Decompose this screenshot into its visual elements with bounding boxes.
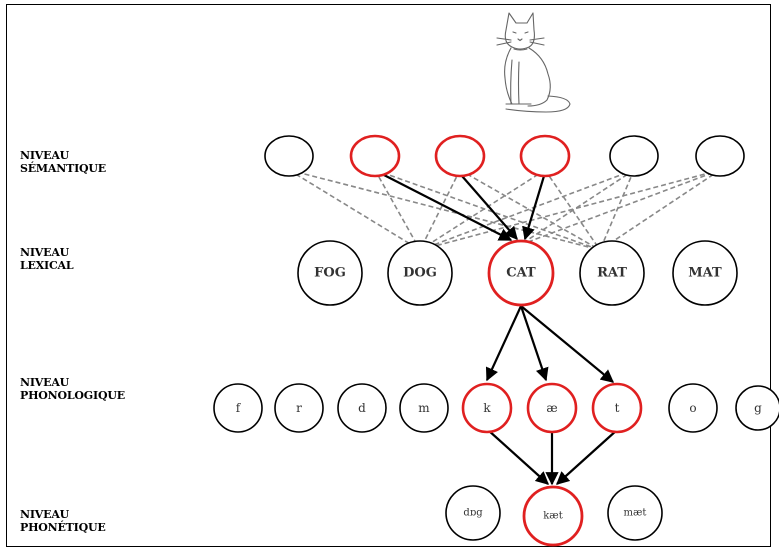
lexical-label-rat: RAT: [597, 266, 627, 281]
lexical-node-dog: [387, 240, 453, 306]
phoneme-node-d: [337, 383, 387, 433]
phoneme-label: d: [358, 401, 366, 415]
lexical-nodes: FOG DOG CAT RAT MAT: [297, 239, 738, 307]
phoneme-node-o: [668, 383, 718, 433]
level-label-phonetic: NIVEAU PHONÉTIQUE: [20, 508, 106, 534]
phoneme-node-g: [735, 385, 779, 431]
level-label-line1: NIVEAU: [20, 246, 70, 259]
level-label-line2: PHONÉTIQUE: [20, 521, 106, 534]
phoneme-node-f: [213, 383, 263, 433]
lexical-node-fog: [297, 240, 363, 306]
level-label-line1: NIVEAU: [20, 149, 70, 162]
phoneme-label: f: [236, 401, 242, 415]
level-label-line2: SÉMANTIQUE: [20, 162, 106, 175]
level-label-phonological: NIVEAU PHONOLOGIQUE: [20, 376, 125, 402]
semantic-node-active: [434, 134, 486, 178]
phoneme-label: k: [483, 401, 491, 415]
dashed-links: [288, 169, 721, 251]
semantic-nodes: [264, 134, 745, 178]
phonetic-label: kæt: [543, 511, 562, 522]
phonetic-node-mat: [607, 485, 663, 541]
level-label-line2: PHONOLOGIQUE: [20, 389, 125, 402]
phonological-nodes: f r d m k æ t o g: [213, 382, 779, 434]
lexical-label-mat: MAT: [688, 266, 722, 281]
cat-illustration: [496, 12, 571, 113]
phonetic-node-cat: [522, 485, 584, 547]
level-label-line1: NIVEAU: [20, 508, 70, 521]
level-label-line2: LEXICAL: [20, 259, 74, 272]
phonetic-node-dog: [445, 485, 501, 541]
phonetic-label: mæt: [624, 508, 647, 519]
phoneme-label: r: [296, 401, 302, 415]
semantic-node: [264, 135, 314, 177]
phoneme-node-ae: [526, 382, 578, 434]
level-label-semantic: NIVEAU SÉMANTIQUE: [20, 149, 106, 175]
semantic-node: [695, 135, 745, 177]
phoneme-label: æ: [546, 401, 557, 415]
lexical-label-dog: DOG: [403, 266, 437, 281]
solid-links: [379, 172, 618, 486]
phonetic-label: dɒg: [463, 508, 483, 519]
level-label-line1: NIVEAU: [20, 376, 70, 389]
lexical-node-cat: [487, 239, 555, 307]
lexical-node-rat: [579, 240, 645, 306]
phoneme-node-r: [274, 383, 324, 433]
semantic-node-active: [349, 134, 401, 178]
phoneme-node-m: [399, 383, 449, 433]
semantic-node: [609, 135, 659, 177]
phoneme-label: t: [615, 401, 620, 415]
lexical-label-cat: CAT: [506, 266, 536, 281]
lexical-node-mat: [672, 240, 738, 306]
phoneme-label: g: [754, 401, 762, 415]
phoneme-node-k: [461, 382, 513, 434]
level-label-lexical: NIVEAU LEXICAL: [20, 246, 74, 272]
phonetic-nodes: dɒg kæt mæt: [445, 485, 663, 547]
semantic-node-active: [519, 134, 571, 178]
phoneme-node-t: [591, 382, 643, 434]
phoneme-label: m: [418, 401, 430, 415]
phoneme-label: o: [689, 401, 696, 415]
lexical-label-fog: FOG: [314, 266, 346, 281]
